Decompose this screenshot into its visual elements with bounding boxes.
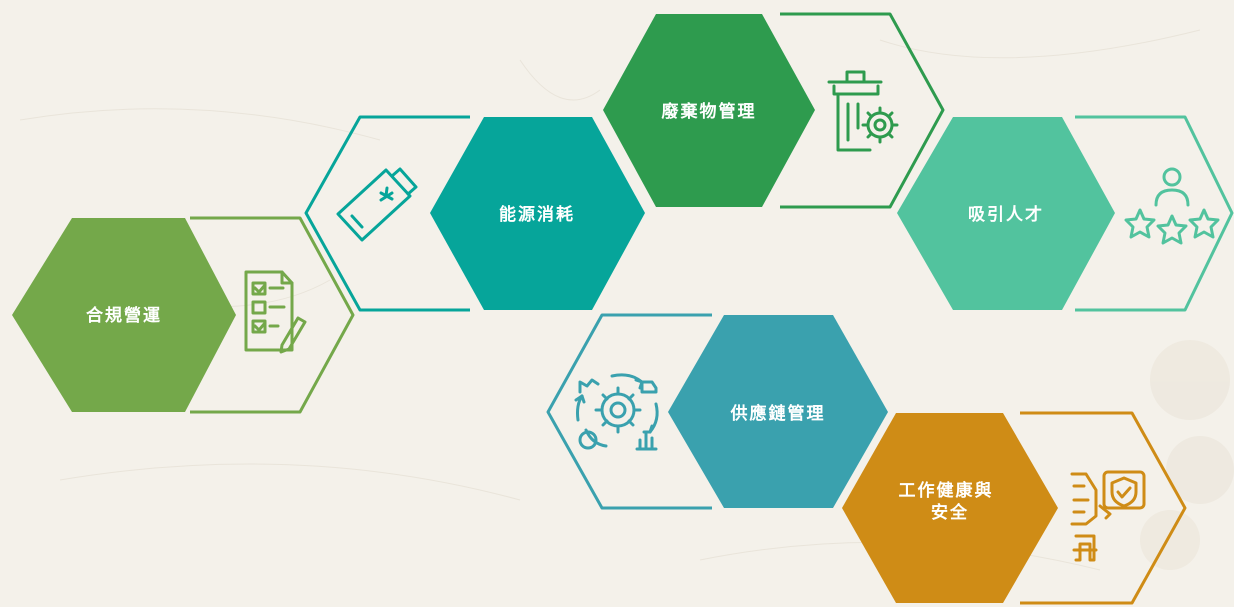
supply-frame <box>546 313 712 510</box>
compliance-hexagon <box>12 218 236 412</box>
node-supply: 供應鏈管理 <box>546 313 888 510</box>
compliance-frame <box>190 216 355 414</box>
energy-frame <box>304 115 470 312</box>
talent-label: 吸引人才 <box>968 204 1044 225</box>
node-compliance: 合規營運 <box>12 216 355 414</box>
waste-label: 廢棄物管理 <box>662 101 757 122</box>
node-energy: 能源消耗 <box>304 115 645 312</box>
talent-hexagon <box>897 117 1115 310</box>
worker-shield-icon <box>1070 470 1146 562</box>
trash-gear-icon <box>827 70 899 152</box>
person-stars-icon <box>1124 167 1220 245</box>
waste-frame <box>780 12 945 209</box>
supply-cycle-gear-icon <box>574 373 659 451</box>
supply-label: 供應鏈管理 <box>730 403 826 424</box>
battery-icon <box>336 167 418 242</box>
compliance-label: 合規營運 <box>86 305 162 326</box>
node-safety: 工作健康與 安全 <box>842 411 1187 605</box>
node-talent: 吸引人才 <box>897 115 1234 312</box>
checklist-pen-icon <box>244 270 307 354</box>
supply-hexagon <box>668 315 888 508</box>
talent-frame <box>1075 115 1234 312</box>
safety-frame <box>1020 411 1187 605</box>
energy-hexagon <box>430 117 645 310</box>
safety-hexagon <box>842 413 1058 603</box>
energy-label: 能源消耗 <box>499 204 575 225</box>
waste-hexagon <box>603 14 815 207</box>
safety-label: 工作健康與 安全 <box>899 480 1002 523</box>
node-waste: 廢棄物管理 <box>603 12 945 209</box>
